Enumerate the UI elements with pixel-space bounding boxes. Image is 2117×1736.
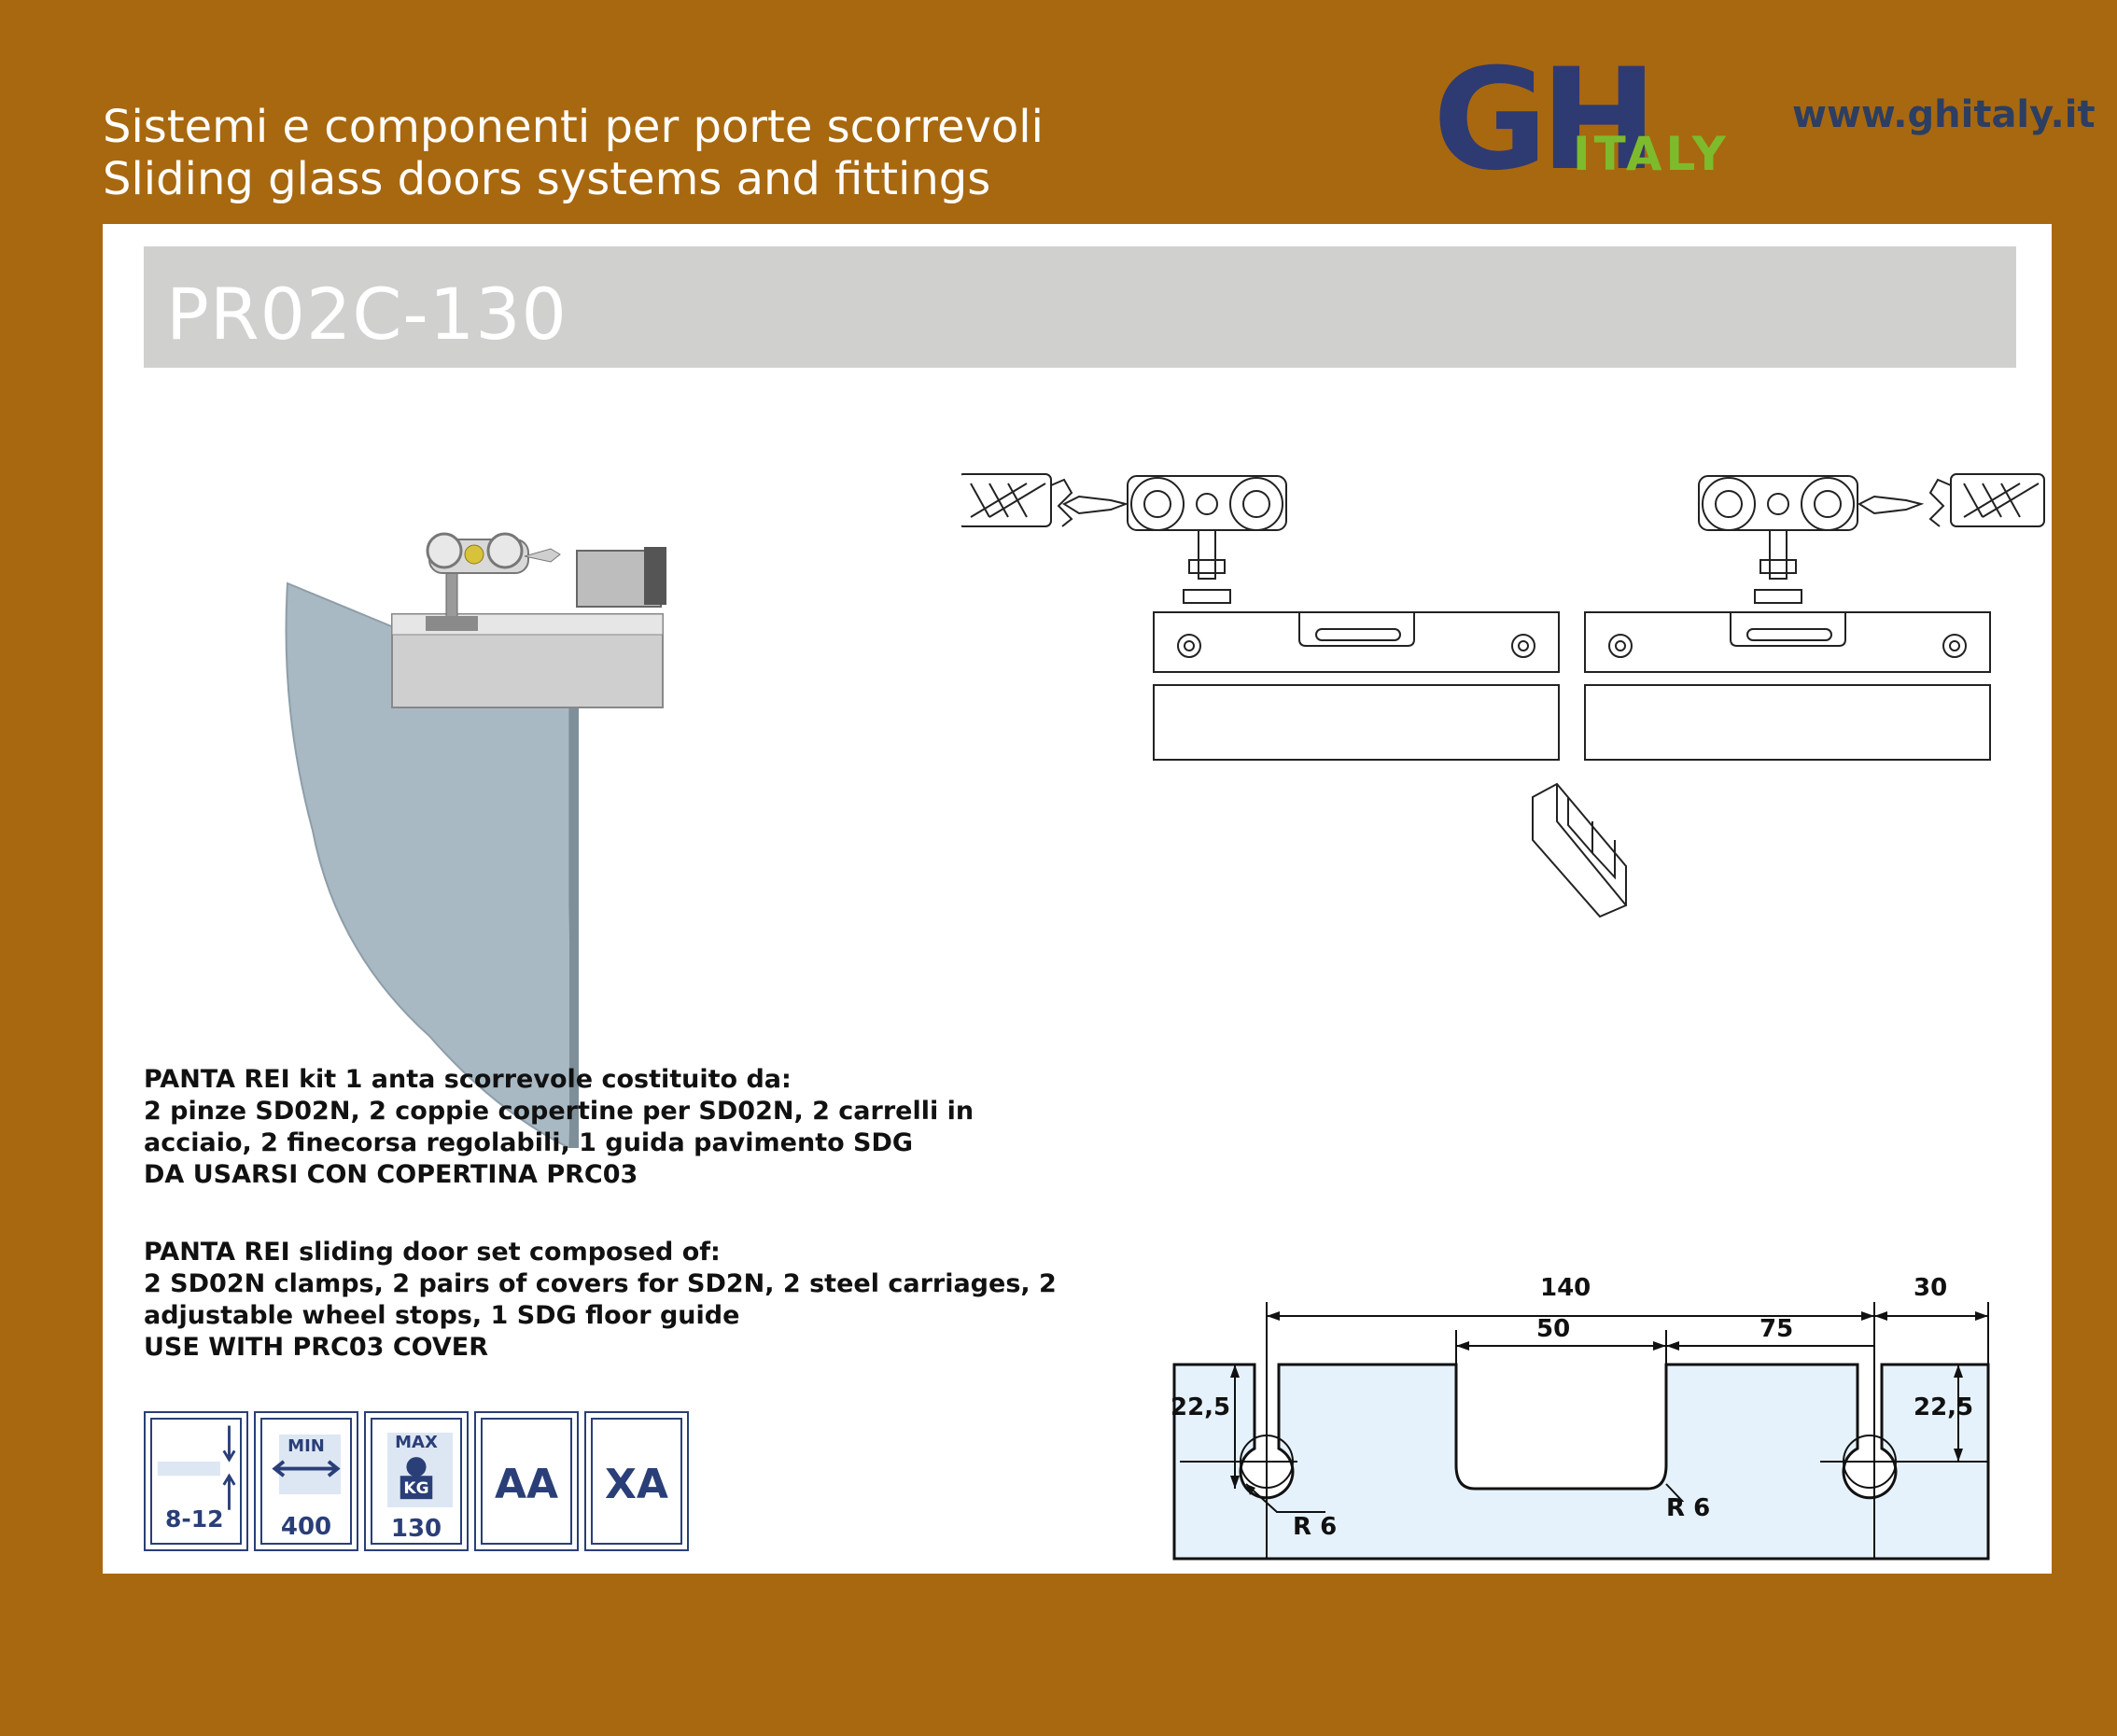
clamp-left [1153,611,1560,673]
nut [426,616,478,631]
description-italian: PANTA REI kit 1 anta scorrevole costitui… [144,1064,974,1191]
floor-guide [1532,782,1627,918]
radius-right: R 6 [1666,1494,1710,1522]
wheel-stop-back [644,547,666,605]
exploded-technical-view [961,473,2045,918]
logo-gh-text: GH [1433,51,1650,182]
description-line: DA USARSI CON COPERTINA PRC03 [144,1160,638,1189]
ghitaly-logo: GH ITALY [1433,51,1730,182]
cover-left [1153,684,1560,761]
carriage-pin [464,544,484,565]
dim-height-right: 22,5 [1914,1393,1973,1421]
description-line: adjustable wheel stops, 1 SDG floor guid… [144,1301,740,1330]
header-subtitle-en: Sliding glass doors systems and fittings [103,153,991,205]
glass-cutout-drawing: 140 30 50 75 22,5 22,5 R 6 R 6 [1171,1274,1990,1561]
description-line: PANTA REI sliding door set composed of: [144,1238,721,1267]
max-label: MAX [395,1433,438,1452]
description-line: PANTA REI kit 1 anta scorrevole costitui… [144,1065,792,1094]
max-weight-icon: MAX KG 130 [364,1411,469,1551]
glass-thickness-value: 8-12 [165,1505,224,1533]
description-english: PANTA REI sliding door set composed of: … [144,1237,1057,1364]
title-bar: PR02C-130 [144,246,2016,368]
arm-right [1857,495,1925,515]
finish-xa-label: XA [605,1461,668,1508]
description-line: acciaio, 2 finecorsa regolabili, 1 guida… [144,1128,914,1157]
dim-75: 75 [1759,1315,1793,1343]
dim-30: 30 [1914,1274,1947,1302]
carriage-arm [524,548,561,563]
carriage-wheel-right [486,532,524,569]
min-width-value: 400 [280,1513,332,1541]
carriage-left [1127,475,1287,604]
description-line: 2 SD02N clamps, 2 pairs of covers for SD… [144,1269,1057,1298]
radius-left: R 6 [1293,1513,1337,1541]
website-link[interactable]: www.ghitaly.it [1792,93,2096,136]
dim-height-left: 22,5 [1171,1393,1230,1421]
finish-aa-icon: AA [474,1411,579,1551]
dim-50: 50 [1536,1315,1570,1343]
logo-italy-text: ITALY [1573,127,1730,181]
wheel-stop-right [1928,473,2045,527]
dim-140: 140 [1540,1274,1591,1302]
product-3d-illustration [285,532,666,1148]
product-sheet: PR02C-130 [103,224,2052,1574]
glass-thickness-icon: 8-12 [144,1411,248,1551]
header-subtitle-it: Sistemi e componenti per porte scorrevol… [103,101,1044,153]
description-line: USE WITH PRC03 COVER [144,1333,488,1362]
finish-aa-label: AA [494,1461,559,1508]
spec-icons: 8-12 MIN 400 MAX KG 130 [144,1411,694,1557]
product-code: PR02C-130 [166,273,568,356]
max-weight-value: 130 [390,1515,442,1543]
arm-left [1061,495,1129,515]
wheel-stop-left [961,473,1073,527]
carriage-wheel-left [426,532,463,569]
glass-profile [1172,1363,1990,1561]
bolt [445,567,458,623]
carriage-right [1698,475,1858,604]
min-width-icon: MIN 400 [254,1411,358,1551]
kg-label: KG [403,1479,429,1498]
glass-edge [569,700,579,1148]
description-line: 2 pinze SD02N, 2 coppie copertine per SD… [144,1097,974,1126]
min-label: MIN [287,1436,325,1456]
cover-right [1584,684,1991,761]
clamp-right [1584,611,1991,673]
finish-xa-icon: XA [584,1411,689,1551]
